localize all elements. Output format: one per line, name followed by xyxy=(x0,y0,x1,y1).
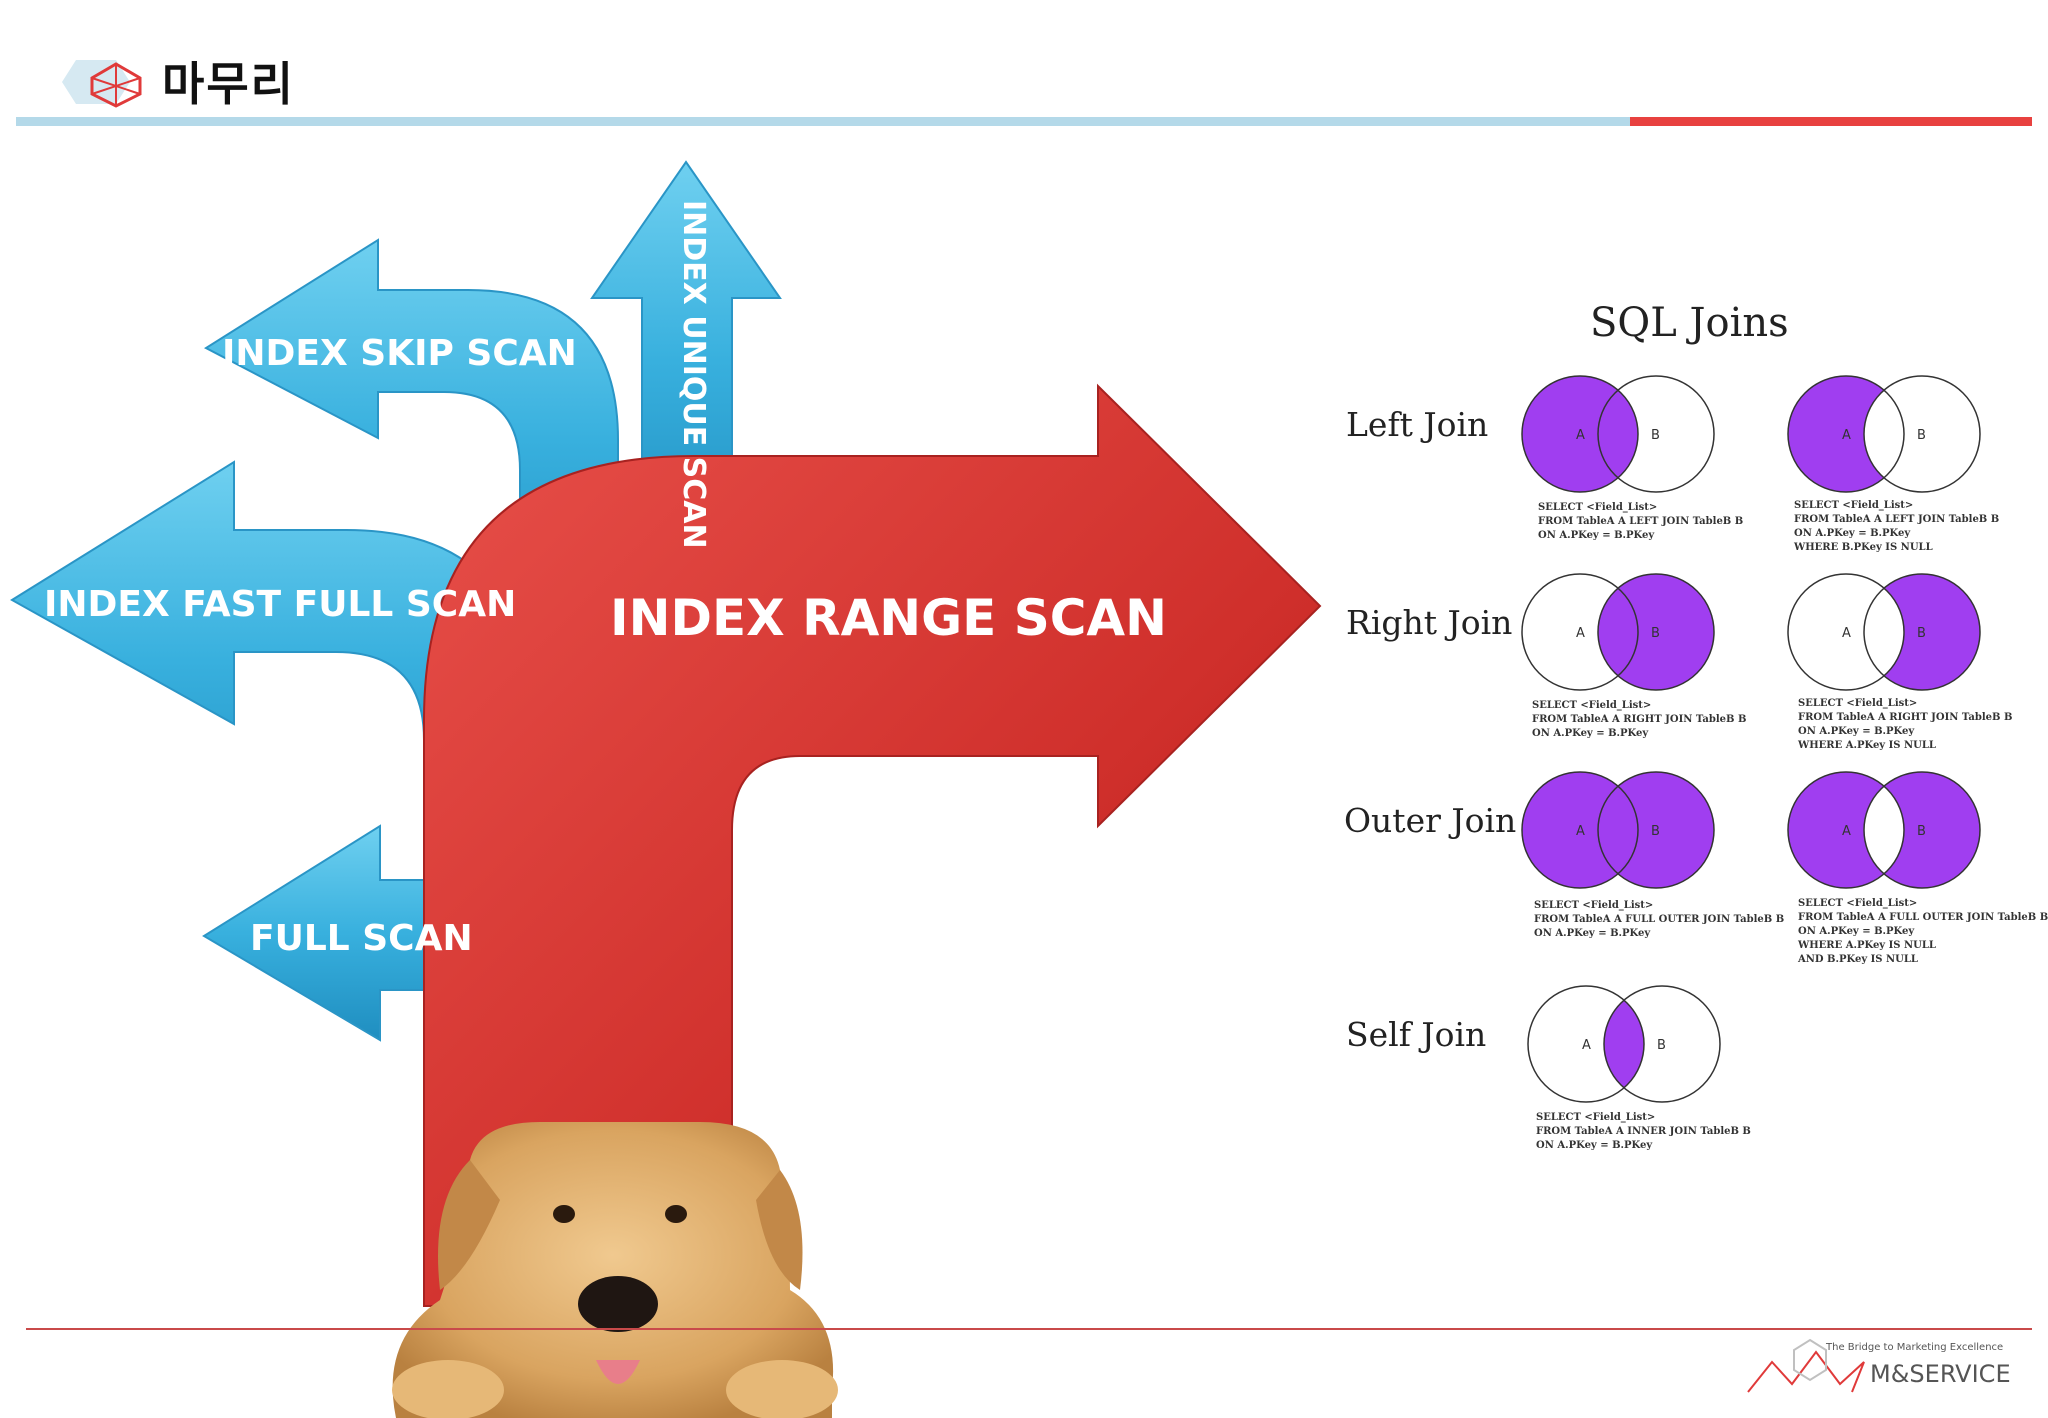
venn-letters: A B A B A B A B A B A B A B xyxy=(1576,428,1926,1053)
svg-text:B: B xyxy=(1917,428,1926,443)
svg-text:WHERE B.PKey IS NULL: WHERE B.PKey IS NULL xyxy=(1793,542,1933,553)
svg-text:B: B xyxy=(1917,626,1926,641)
svg-text:FROM TableA A RIGHT JOIN Table: FROM TableA A RIGHT JOIN TableB B xyxy=(1532,714,1746,725)
right-join-venn-a xyxy=(1521,573,1715,691)
sql-left-a: SELECT <Field_List> FROM TableA A LEFT J… xyxy=(1538,502,1743,541)
sql-left-b: SELECT <Field_List> FROM TableA A LEFT J… xyxy=(1793,500,1999,553)
svg-text:FROM TableA A FULL OUTER JOIN: FROM TableA A FULL OUTER JOIN TableB B xyxy=(1534,914,1784,925)
svg-text:AND B.PKey IS NULL: AND B.PKey IS NULL xyxy=(1797,954,1918,965)
sql-self-a: SELECT <Field_List> FROM TableA A INNER … xyxy=(1536,1112,1751,1151)
svg-text:A: A xyxy=(1842,626,1851,641)
page-title: 마무리 xyxy=(162,57,295,111)
svg-text:SELECT <Field_List>: SELECT <Field_List> xyxy=(1538,502,1657,513)
right-join-label: Right Join xyxy=(1346,603,1512,642)
sql-right-b: SELECT <Field_List> FROM TableA A RIGHT … xyxy=(1797,698,2012,751)
svg-text:FROM TableA A LEFT JOIN TableB: FROM TableA A LEFT JOIN TableB B xyxy=(1794,514,1999,525)
slide-header: 마무리 xyxy=(0,0,2048,130)
footer-logo: The Bridge to Marketing Excellence M&SER… xyxy=(1747,1338,2011,1393)
left-join-label: Left Join xyxy=(1346,405,1488,444)
svg-text:FROM TableA A RIGHT JOIN Table: FROM TableA A RIGHT JOIN TableB B xyxy=(1798,712,2012,723)
svg-text:WHERE A.PKey IS NULL: WHERE A.PKey IS NULL xyxy=(1797,740,1936,751)
outer-join-venn-a xyxy=(1521,771,1715,889)
svg-text:ON A.PKey = B.PKey: ON A.PKey = B.PKey xyxy=(1798,726,1915,737)
svg-text:A: A xyxy=(1576,428,1585,443)
svg-text:A: A xyxy=(1576,626,1585,641)
dog-image xyxy=(392,1122,838,1418)
footer-divider xyxy=(26,1328,2032,1330)
left-join-venn-a xyxy=(1521,375,1715,493)
logo-tagline: The Bridge to Marketing Excellence xyxy=(1825,1342,2003,1353)
sql-joins-panel: SQL Joins Left Join Right Join Outer Jo xyxy=(1344,300,2048,1151)
svg-text:SELECT <Field_List>: SELECT <Field_List> xyxy=(1534,900,1653,911)
svg-text:B: B xyxy=(1651,428,1660,443)
svg-text:A: A xyxy=(1582,1038,1591,1053)
header-divider-red xyxy=(1630,117,2032,126)
svg-text:B: B xyxy=(1651,824,1660,839)
svg-text:SELECT <Field_List>: SELECT <Field_List> xyxy=(1532,700,1651,711)
mservice-logo-icon xyxy=(1747,1338,1865,1393)
svg-text:B: B xyxy=(1657,1038,1666,1053)
range-scan-arrow xyxy=(423,383,1322,1307)
svg-text:B: B xyxy=(1917,824,1926,839)
svg-text:FROM TableA A INNER JOIN Table: FROM TableA A INNER JOIN TableB B xyxy=(1536,1126,1751,1137)
svg-text:ON A.PKey = B.PKey: ON A.PKey = B.PKey xyxy=(1536,1140,1653,1151)
self-join-venn xyxy=(1527,985,1721,1103)
skip-scan-arrow xyxy=(203,238,619,641)
svg-text:A: A xyxy=(1576,824,1585,839)
sql-outer-a: SELECT <Field_List> FROM TableA A FULL O… xyxy=(1534,900,1784,939)
svg-text:ON A.PKey = B.PKey: ON A.PKey = B.PKey xyxy=(1794,528,1911,539)
sql-outer-b: SELECT <Field_List> FROM TableA A FULL O… xyxy=(1797,898,2048,965)
outer-join-venn-b xyxy=(1787,771,1981,889)
sql-joins-title: SQL Joins xyxy=(1590,300,1789,346)
svg-text:FROM TableA A FULL OUTER JOIN: FROM TableA A FULL OUTER JOIN TableB B xyxy=(1798,912,2048,923)
svg-text:SELECT <Field_List>: SELECT <Field_List> xyxy=(1798,898,1917,909)
header-divider-blue xyxy=(16,117,1630,126)
svg-text:ON A.PKey = B.PKey: ON A.PKey = B.PKey xyxy=(1538,530,1655,541)
svg-text:SELECT <Field_List>: SELECT <Field_List> xyxy=(1794,500,1913,511)
range-scan-label: INDEX RANGE SCAN xyxy=(610,589,1167,647)
svg-text:ON A.PKey = B.PKey: ON A.PKey = B.PKey xyxy=(1532,728,1649,739)
outer-join-label: Outer Join xyxy=(1344,801,1516,840)
sql-right-a: SELECT <Field_List> FROM TableA A RIGHT … xyxy=(1532,700,1746,739)
svg-text:WHERE A.PKey IS NULL: WHERE A.PKey IS NULL xyxy=(1797,940,1936,951)
svg-text:ON A.PKey = B.PKey: ON A.PKey = B.PKey xyxy=(1798,926,1915,937)
self-join-label: Self Join xyxy=(1346,1015,1486,1054)
svg-text:FROM TableA A LEFT JOIN TableB: FROM TableA A LEFT JOIN TableB B xyxy=(1538,516,1743,527)
svg-text:ON A.PKey = B.PKey: ON A.PKey = B.PKey xyxy=(1534,928,1651,939)
header-logo-icon xyxy=(56,54,146,110)
logo-name: M&SERVICE xyxy=(1870,1360,2011,1388)
svg-text:B: B xyxy=(1651,626,1660,641)
left-join-venn-b xyxy=(1787,375,1981,493)
full-scan-label: FULL SCAN xyxy=(250,918,473,959)
fast-full-scan-label: INDEX FAST FULL SCAN xyxy=(44,584,516,625)
svg-text:A: A xyxy=(1842,824,1851,839)
skip-scan-label: INDEX SKIP SCAN xyxy=(222,333,577,374)
right-join-venn-b xyxy=(1787,573,1981,691)
svg-text:SELECT <Field_List>: SELECT <Field_List> xyxy=(1798,698,1917,709)
svg-text:A: A xyxy=(1842,428,1851,443)
unique-scan-label: INDEX UNIQUE SCAN xyxy=(676,200,711,549)
svg-text:SELECT <Field_List>: SELECT <Field_List> xyxy=(1536,1112,1655,1123)
